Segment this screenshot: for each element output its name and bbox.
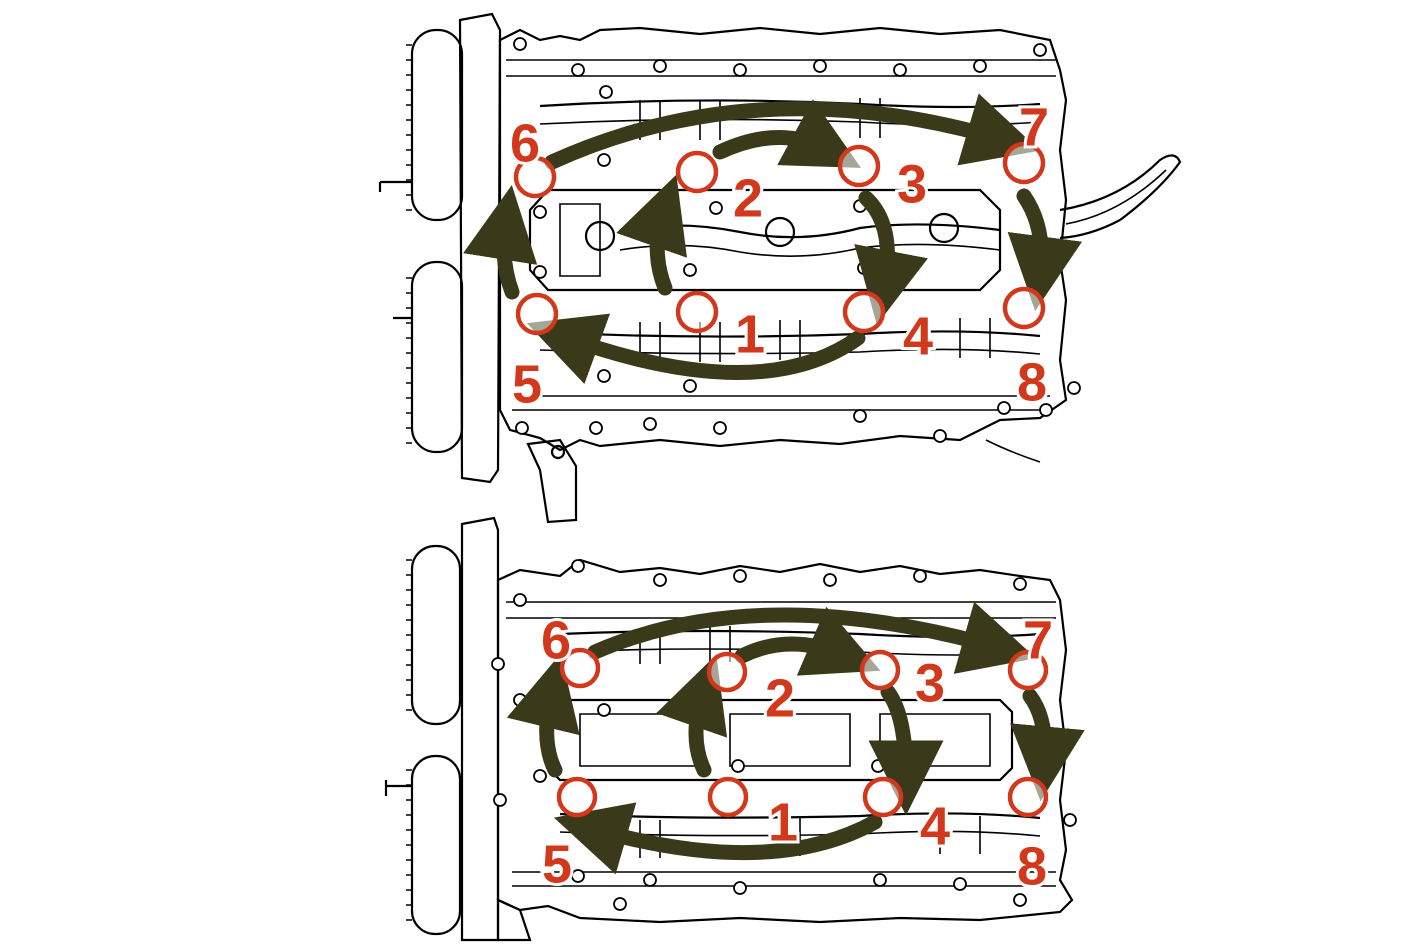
upper-tightening-sequence: 1 2 3 4 5 6 7 8 (463, 93, 1083, 417)
sequence-arrow (712, 99, 861, 168)
bolt-label-8: 8 (1017, 352, 1047, 412)
bolt-marker-4 (862, 776, 904, 818)
sequence-arrow (553, 802, 883, 875)
bolt-marker-5 (556, 776, 598, 818)
bolt-label-4: 4 (920, 796, 950, 856)
bolt-label-5: 5 (512, 354, 542, 414)
bolt-marker-4 (842, 290, 886, 334)
sequence-arrow (506, 653, 580, 778)
upper-exhaust-camshaft (539, 330, 1041, 338)
sequence-arrow (616, 174, 688, 296)
bolt-marker-7 (1002, 141, 1046, 185)
lower-camshaft-gear-bottom (384, 754, 462, 936)
upper-camshaft-gear-top (378, 28, 464, 222)
sequence-arrow (526, 313, 866, 385)
lower-cylinder-head (384, 516, 1077, 942)
upper-head-outline (498, 26, 1068, 452)
sequence-arrow (1007, 188, 1083, 312)
sequence-arrow (544, 93, 1040, 170)
bolt-marker-7 (1007, 649, 1049, 691)
bolt-label-2: 2 (765, 668, 795, 728)
lower-camshaft-gear-top (406, 544, 462, 726)
sequence-arrow (587, 601, 1037, 674)
upper-timing-cover (458, 12, 502, 484)
lower-timing-cover (460, 516, 500, 942)
bolt-marker-6 (559, 647, 601, 689)
lower-exhaust-camshaft (559, 812, 1041, 820)
bolt-marker-8 (1007, 776, 1049, 818)
bolt-marker-2 (675, 150, 719, 194)
bolt-marker-1 (707, 776, 749, 818)
bolt-label-4: 4 (903, 306, 933, 366)
bolt-label-5: 5 (542, 834, 572, 894)
sequence-arrow (854, 190, 928, 325)
bolt-marker-6 (513, 155, 557, 199)
upper-camshaft-gear-bottom (393, 260, 464, 454)
upper-mounting-bracket (526, 438, 578, 524)
lower-tightening-sequence: 1 2 3 4 5 6 7 8 (506, 601, 1085, 899)
sequence-arrow (868, 684, 944, 816)
sequence-arrow (656, 654, 728, 778)
bolt-marker-1 (675, 290, 719, 334)
bolt-marker-8 (1002, 286, 1046, 330)
bolt-marker-3 (837, 144, 881, 188)
lower-mounting-bracket (496, 898, 532, 942)
bolt-marker-2 (706, 651, 748, 693)
sequence-arrow (463, 184, 538, 300)
sequence-arrow (734, 606, 881, 676)
bolt-label-6: 6 (510, 113, 540, 173)
bolt-label-7: 7 (1023, 610, 1053, 670)
bolt-marker-5 (515, 292, 559, 336)
bolt-label-6: 6 (541, 610, 571, 670)
bolt-label-7: 7 (1019, 97, 1049, 157)
bolt-label-3: 3 (897, 154, 927, 214)
bolt-label-3: 3 (915, 653, 945, 713)
lower-head-outline (496, 558, 1074, 924)
bolt-label-2: 2 (733, 168, 763, 228)
bolt-label-8: 8 (1017, 836, 1047, 896)
bolt-label-1: 1 (735, 304, 765, 364)
bolt-marker-3 (859, 649, 901, 691)
sequence-arrow (1010, 688, 1085, 802)
bolt-label-1: 1 (768, 792, 798, 852)
